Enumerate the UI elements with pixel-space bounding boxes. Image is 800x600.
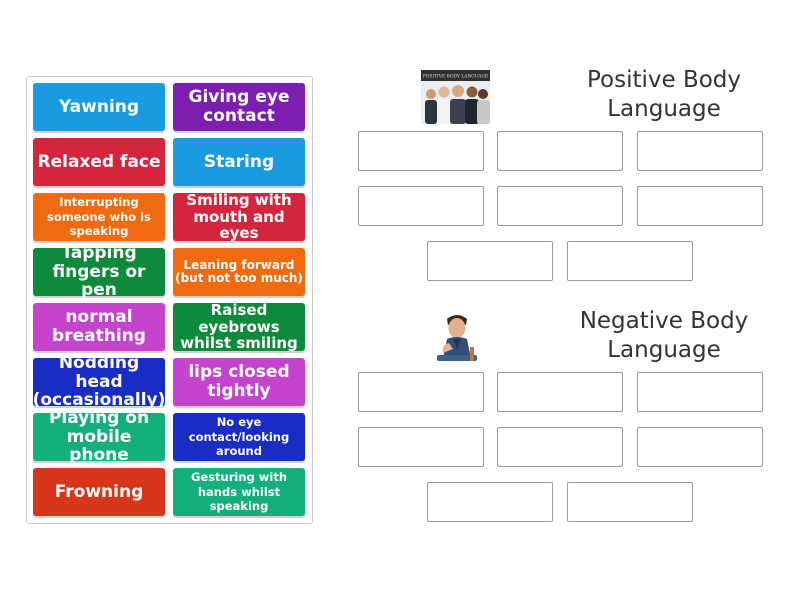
tile-no-eye-contact[interactable]: No eye contact/looking around [173,413,305,461]
positive-slot[interactable] [497,186,623,226]
tile-relaxed-face[interactable]: Relaxed face [33,138,165,186]
tile-lips-closed[interactable]: lips closed tightly [173,358,305,406]
positive-slot[interactable] [497,131,623,171]
tile-giving-eye-contact[interactable]: Giving eye contact [173,83,305,131]
answer-tray: Yawning Giving eye contact Relaxed face … [26,76,313,524]
image-caption: POSITIVE BODY LANGUAGE [423,75,488,80]
positive-slot[interactable] [358,186,484,226]
tile-tapping[interactable]: Tapping fingers or pen [33,244,165,300]
tile-yawning[interactable]: Yawning [33,83,165,131]
tile-gesturing[interactable]: Gesturing with hands whilst speaking [173,468,305,516]
tile-frowning[interactable]: Frowning [33,468,165,516]
negative-slot[interactable] [427,482,553,522]
tile-nodding-head[interactable]: Nodding head (occasionally) [32,352,166,411]
tile-leaning-forward[interactable]: Leaning forward (but not too much) [173,248,305,296]
negative-slot[interactable] [497,372,623,412]
tile-normal-breathing[interactable]: normal breathing [33,303,165,351]
negative-group-image [433,309,481,363]
tile-raised-eyebrows[interactable]: Raised eyebrows whilst smiling [173,302,305,352]
negative-slot[interactable] [637,427,763,467]
positive-slot[interactable] [427,241,553,281]
positive-group-image: POSITIVE BODY LANGUAGE [421,70,490,124]
positive-slot[interactable] [637,131,763,171]
tile-interrupting[interactable]: Interrupting someone who is speaking [33,193,165,241]
people-photo-icon: POSITIVE BODY LANGUAGE [421,70,490,124]
negative-slot[interactable] [358,372,484,412]
negative-slot[interactable] [637,372,763,412]
positive-slot[interactable] [567,241,693,281]
tile-staring[interactable]: Staring [173,138,305,186]
frustrated-person-icon [433,309,481,363]
positive-group-title: Positive Body Language [586,67,742,122]
negative-slot[interactable] [567,482,693,522]
positive-slot[interactable] [358,131,484,171]
tile-playing-on-phone[interactable]: Playing on mobile phone [33,409,165,465]
negative-group-title: Negative Body Language [579,308,749,363]
negative-slot[interactable] [497,427,623,467]
negative-slot[interactable] [358,427,484,467]
tile-smiling[interactable]: Smiling with mouth and eyes [173,192,305,242]
positive-slot[interactable] [637,186,763,226]
